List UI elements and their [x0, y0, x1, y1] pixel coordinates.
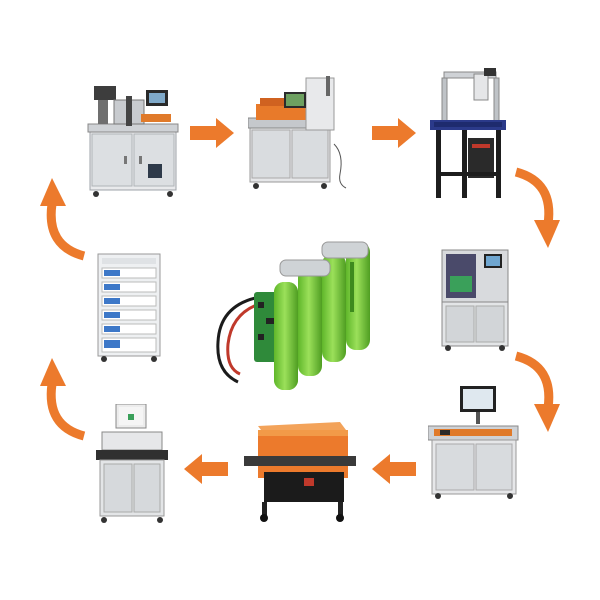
battery-pack-image — [210, 232, 380, 402]
flow-arrow-right-icon — [190, 118, 234, 148]
flow-arrow-left-icon — [372, 454, 416, 484]
pack-tester — [94, 404, 170, 526]
flow-arrow-right-icon — [372, 118, 416, 148]
flow-arrow-curved-down-icon — [510, 162, 560, 258]
laser-welding-machine — [440, 248, 510, 352]
aging-cabinet — [96, 252, 164, 364]
flow-arrow-curved-down-icon — [510, 346, 560, 442]
flow-arrow-left-icon — [184, 454, 228, 484]
spot-welding-machine — [428, 68, 510, 202]
comprehensive-tester — [428, 386, 520, 502]
cell-sorting-machine — [86, 84, 182, 200]
flow-arrow-curved-up-icon — [40, 168, 90, 264]
flow-arrow-curved-up-icon — [40, 348, 90, 444]
heat-shrink-packing-machine — [244, 416, 356, 524]
cell-grading-machine — [248, 74, 348, 194]
